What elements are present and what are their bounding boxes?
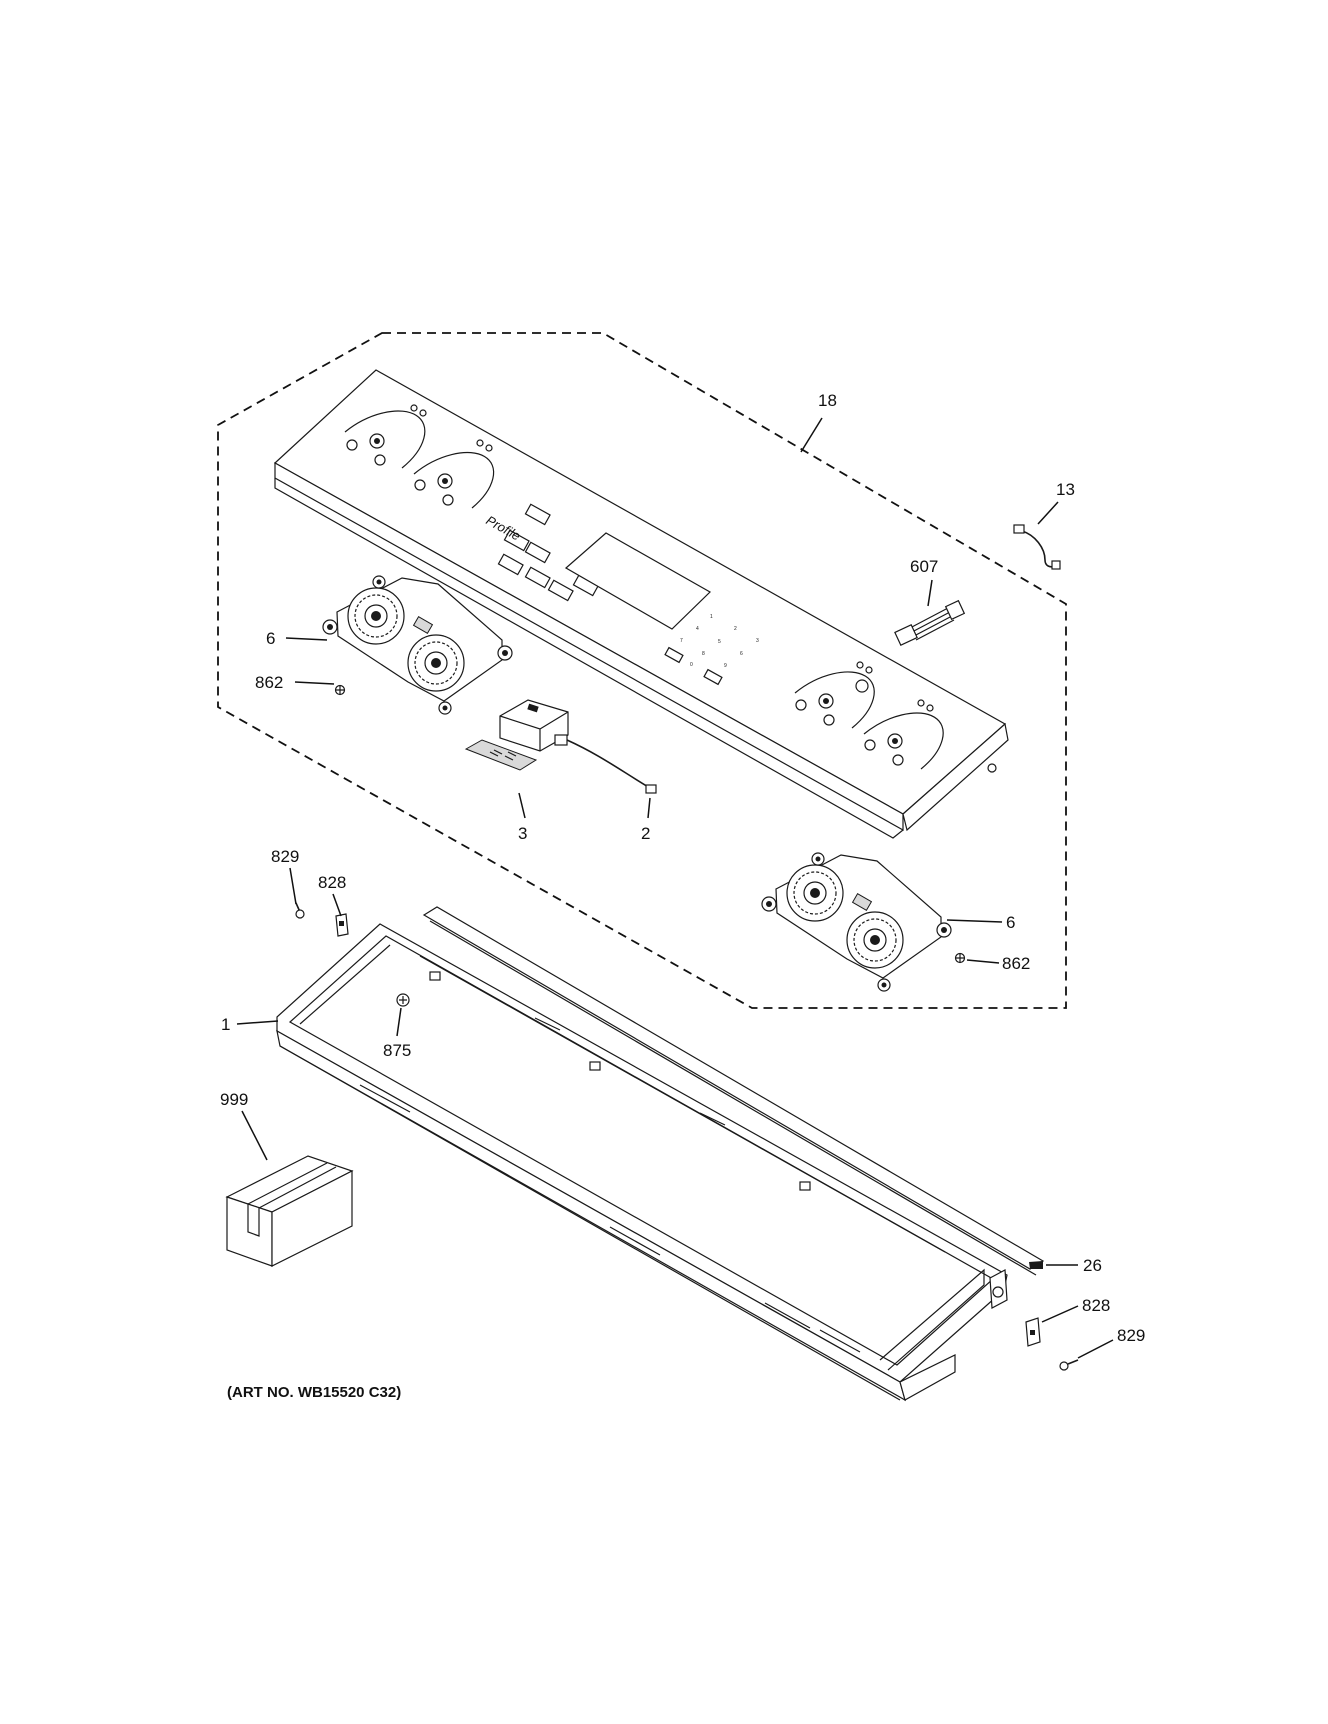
literature-box-999 (225, 1155, 354, 1267)
wire-harness-607 (894, 599, 966, 646)
callout-2: 2 (641, 824, 650, 843)
key-3: 3 (756, 638, 759, 644)
key-4: 4 (696, 626, 699, 632)
callout-labels: 18 13 607 6 862 3 2 829 828 1 875 6 862 … (220, 391, 1145, 1345)
wire-harness-13 (1013, 524, 1061, 570)
callout-862-lower: 862 (1002, 954, 1030, 973)
key-5: 5 (718, 639, 721, 645)
knob-graphic-1 (344, 410, 426, 469)
control-panel: Profile 1 2 3 4 5 6 7 8 9 0 (273, 369, 1009, 839)
encoder-board-lower (761, 852, 952, 992)
clip-828-right (1025, 1317, 1041, 1347)
callout-862-upper: 862 (255, 673, 283, 692)
callout-875: 875 (383, 1041, 411, 1060)
bolt-875 (396, 993, 410, 1007)
encoder-board-upper (322, 575, 513, 715)
callout-1: 1 (221, 1015, 230, 1034)
key-6: 6 (740, 651, 743, 657)
key-8: 8 (702, 651, 705, 657)
small-circuit-board (464, 739, 538, 771)
clip-828-left (335, 913, 349, 937)
wifi-module (499, 699, 657, 794)
key-0: 0 (690, 662, 693, 668)
callout-999: 999 (220, 1090, 248, 1109)
knob-graphic-2 (413, 451, 495, 509)
callout-828-right: 828 (1082, 1296, 1110, 1315)
callout-26: 26 (1083, 1256, 1102, 1275)
callout-18: 18 (818, 391, 837, 410)
gasket-strip-26 (422, 906, 1045, 1276)
key-2: 2 (734, 626, 737, 632)
screw-862-upper (334, 684, 346, 696)
art-number: (ART NO. WB15520 C32) (227, 1384, 401, 1401)
callout-3: 3 (518, 824, 527, 843)
knob-graphic-3 (794, 671, 875, 729)
touch-button-grid (497, 503, 599, 602)
keypad: 1 2 3 4 5 6 7 8 9 0 (664, 614, 759, 686)
callout-607: 607 (910, 557, 938, 576)
key-7: 7 (680, 638, 683, 644)
display-window (564, 532, 711, 630)
callout-6-lower: 6 (1006, 913, 1015, 932)
screw-862-lower (954, 952, 966, 964)
callout-829-left: 829 (271, 847, 299, 866)
callout-13: 13 (1056, 480, 1075, 499)
callout-829-right: 829 (1117, 1326, 1145, 1345)
screw-829-right (1059, 1359, 1079, 1371)
knob-graphic-4 (863, 712, 944, 770)
callout-828-left: 828 (318, 873, 346, 892)
leader-lines (236, 417, 1114, 1359)
key-1: 1 (710, 614, 713, 620)
panel-housing-frame (276, 923, 1008, 1402)
screw-829-left (295, 902, 305, 919)
callout-6-upper: 6 (266, 629, 275, 648)
key-9: 9 (724, 663, 727, 669)
